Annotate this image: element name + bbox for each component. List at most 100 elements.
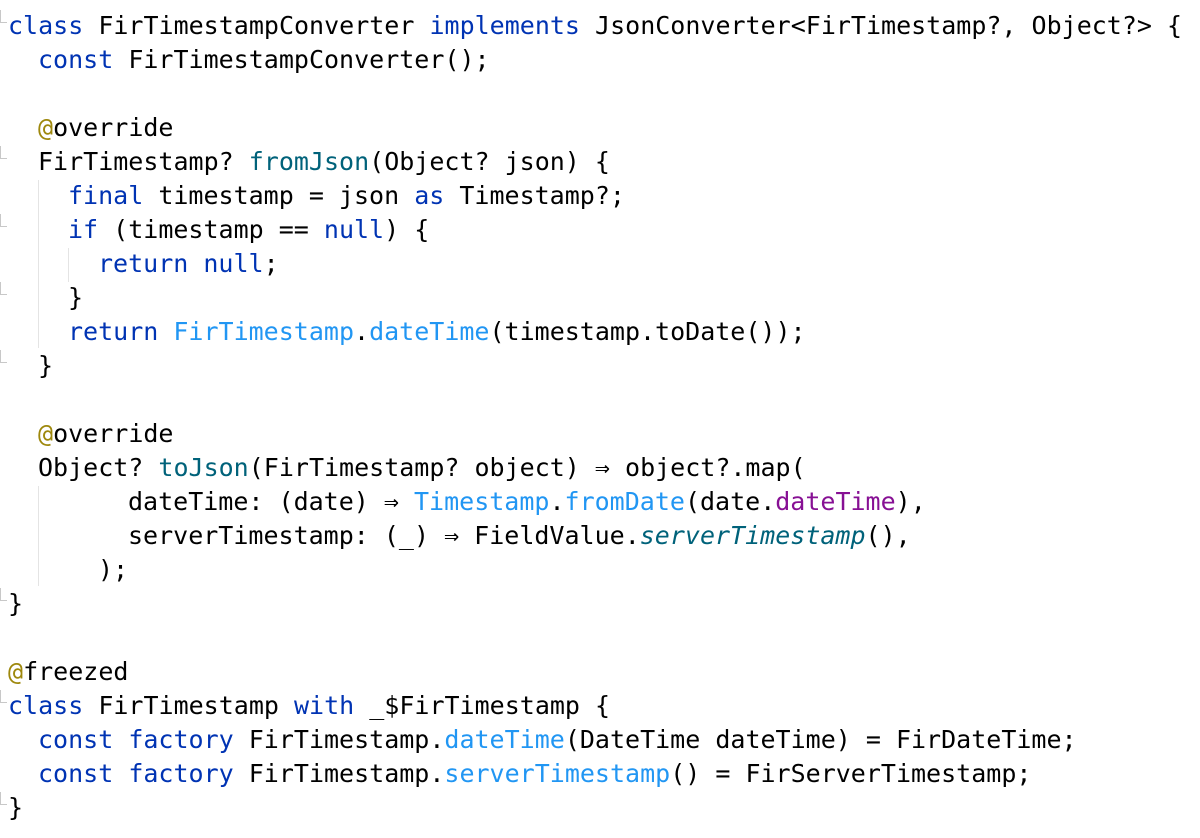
code-text: FirTimestamp.	[233, 759, 445, 788]
keyword: return	[68, 317, 159, 346]
code-line-23[interactable]: const factory FirTimestamp.serverTimesta…	[38, 757, 1031, 791]
method-ref: serverTimestamp	[444, 759, 671, 788]
method-ref: dateTime	[369, 317, 490, 346]
keyword: return	[98, 249, 189, 278]
code-line-20[interactable]: @freezed	[8, 655, 128, 689]
space	[113, 759, 128, 788]
keyword: with	[293, 691, 355, 720]
code-text: }	[68, 283, 84, 312]
annotation: @	[8, 657, 24, 686]
code-text: ),	[895, 487, 926, 516]
space	[158, 317, 173, 346]
keyword: as	[414, 181, 445, 210]
code-text: ) {	[384, 215, 430, 244]
space	[113, 725, 128, 754]
keyword: factory	[128, 759, 234, 788]
operator: ==	[278, 215, 309, 244]
code-text: _$FirTimestamp {	[354, 691, 611, 720]
code-text: dateTime: (date) ⇒	[128, 487, 414, 516]
code-text: timestamp = json	[143, 181, 415, 210]
code-line-4[interactable]: @override	[38, 111, 173, 145]
annotation-name: override	[53, 113, 174, 142]
code-text: );	[98, 555, 129, 584]
code-text: JsonConverter<FirTimestamp?, Object?> {	[595, 11, 1183, 40]
code-line-8[interactable]: return null;	[98, 247, 279, 281]
method-ref: fromDate	[564, 487, 685, 516]
code-text: (FirTimestamp? object) ⇒ object?.map(	[248, 453, 806, 482]
static-method-ref: serverTimestamp	[639, 521, 866, 550]
keyword: const	[38, 725, 114, 754]
code-line-17[interactable]: );	[98, 553, 128, 587]
space	[309, 215, 324, 244]
fold-marker-icon[interactable]	[0, 588, 9, 601]
space	[188, 249, 203, 278]
keyword: null	[323, 215, 385, 244]
code-text: (),	[865, 521, 911, 550]
keyword: class	[8, 11, 84, 40]
method-name: toJson	[158, 453, 249, 482]
code-text: serverTimestamp: (_) ⇒ FieldValue.	[128, 521, 640, 550]
annotation-name: freezed	[23, 657, 129, 686]
code-text: (timestamp	[98, 215, 279, 244]
field-ref: dateTime	[775, 487, 896, 516]
annotation-name: override	[53, 419, 174, 448]
class-name: FirTimestampConverter	[98, 11, 415, 40]
code-text: }	[38, 351, 54, 380]
class-ref: Timestamp	[413, 487, 550, 516]
indent-guide	[38, 486, 39, 586]
code-line-6[interactable]: final timestamp = json as Timestamp?;	[68, 179, 625, 213]
code-line-24[interactable]: }	[8, 791, 23, 825]
indent-guide	[68, 248, 69, 282]
keyword: implements	[429, 11, 580, 40]
fold-marker-icon[interactable]	[0, 214, 9, 227]
keyword: factory	[128, 725, 234, 754]
annotation: @	[38, 419, 54, 448]
code-text: FirTimestampConverter();	[128, 45, 490, 74]
fold-marker-icon[interactable]	[0, 792, 9, 805]
code-line-9[interactable]: }	[68, 281, 83, 315]
keyword: class	[8, 691, 84, 720]
indent-guide	[38, 180, 39, 348]
code-line-7[interactable]: if (timestamp == null) {	[68, 213, 429, 247]
code-text: (timestamp.toDate());	[489, 317, 806, 346]
code-line-22[interactable]: const factory FirTimestamp.dateTime(Date…	[38, 723, 1077, 757]
fold-marker-icon[interactable]	[0, 146, 9, 159]
code-line-5[interactable]: FirTimestamp? fromJson(Object? json) {	[38, 145, 610, 179]
code-text: ;	[263, 249, 279, 278]
fold-marker-icon[interactable]	[0, 350, 9, 363]
code-text: FirTimestamp?	[38, 147, 249, 176]
keyword: const	[38, 45, 114, 74]
keyword: if	[68, 215, 99, 244]
code-line-21[interactable]: class FirTimestamp with _$FirTimestamp {	[8, 689, 610, 723]
dot: .	[354, 317, 370, 346]
code-text: Object?	[38, 453, 159, 482]
code-text: (date.	[684, 487, 776, 516]
code-text: (Object? json) {	[369, 147, 610, 176]
code-text: () = FirServerTimestamp;	[670, 759, 1032, 788]
annotation: @	[38, 113, 54, 142]
keyword: const	[38, 759, 114, 788]
code-line-2[interactable]: const FirTimestampConverter();	[38, 43, 490, 77]
code-line-16[interactable]: serverTimestamp: (_) ⇒ FieldValue.server…	[128, 519, 911, 553]
code-line-15[interactable]: dateTime: (date) ⇒ Timestamp.fromDate(da…	[128, 485, 926, 519]
keyword: null	[203, 249, 264, 278]
code-line-18[interactable]: }	[8, 587, 23, 621]
fold-marker-icon[interactable]	[0, 10, 9, 23]
code-line-1[interactable]: class FirTimestampConverter implements J…	[8, 9, 1182, 43]
code-line-13[interactable]: @override	[38, 417, 173, 451]
code-text: }	[8, 589, 24, 618]
code-text: (DateTime dateTime) = FirDateTime;	[564, 725, 1077, 754]
code-line-10[interactable]: return FirTimestamp.dateTime(timestamp.t…	[68, 315, 806, 349]
keyword: final	[68, 181, 144, 210]
fold-marker-icon[interactable]	[0, 690, 9, 703]
fold-marker-icon[interactable]	[0, 282, 9, 295]
method-name: fromJson	[248, 147, 370, 176]
code-text: FirTimestamp.	[233, 725, 445, 754]
method-ref: dateTime	[444, 725, 565, 754]
code-line-11[interactable]: }	[38, 349, 53, 383]
dot: .	[549, 487, 565, 516]
class-ref: FirTimestamp	[173, 317, 354, 346]
code-line-14[interactable]: Object? toJson(FirTimestamp? object) ⇒ o…	[38, 451, 806, 485]
code-text: Timestamp?;	[444, 181, 625, 210]
